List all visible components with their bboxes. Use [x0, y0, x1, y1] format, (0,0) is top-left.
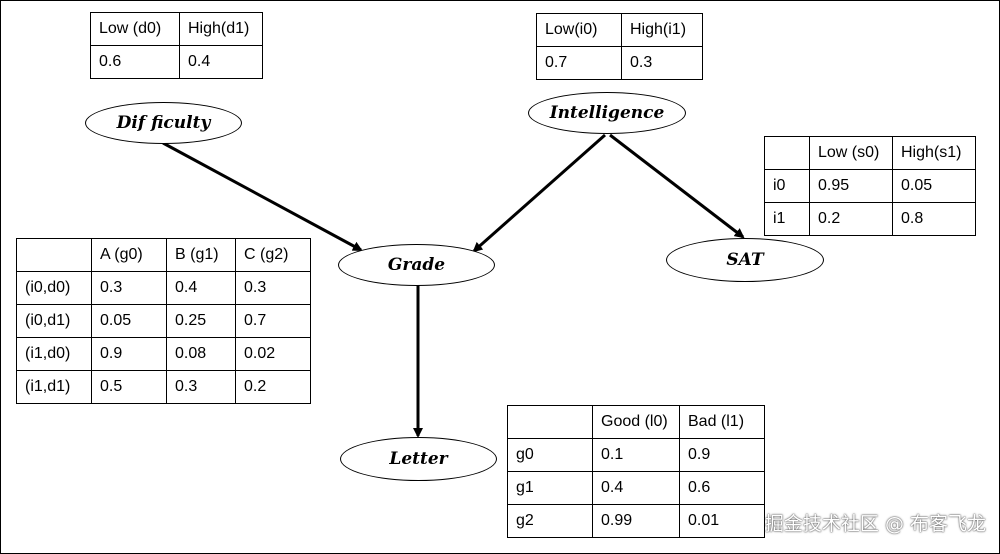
- node-sat: SAT: [666, 238, 824, 282]
- cpt-letter: Good (l0) Bad (l1) g0 0.1 0.9 g1 0.4 0.6…: [507, 405, 765, 538]
- cpt-difficulty: Low (d0) High(d1) 0.6 0.4: [90, 12, 263, 79]
- cpt-grade-cell: 0.25: [166, 304, 236, 338]
- cpt-letter-cell: 0.99: [592, 504, 680, 538]
- cpt-letter-cell: 0.9: [679, 438, 765, 472]
- cpt-letter-cell: 0.6: [679, 471, 765, 505]
- cpt-grade-header-0: [16, 238, 92, 272]
- cpt-letter-header-0: [507, 405, 593, 439]
- edge-intelligence-grade: [472, 133, 606, 253]
- cpt-sat-cell: 0.2: [809, 202, 893, 236]
- cpt-grade-cell: 0.9: [91, 337, 167, 371]
- cpt-grade-header-2: B (g1): [166, 238, 236, 272]
- cpt-grade-cell: 0.08: [166, 337, 236, 371]
- cpt-grade-cell: 0.3: [235, 271, 311, 305]
- cpt-sat-row-label: i1: [764, 202, 810, 236]
- cpt-letter-row-label: g0: [507, 438, 593, 472]
- watermark: 掘金技术社区 @ 布客飞龙: [764, 513, 986, 535]
- cpt-sat-cell: 0.8: [892, 202, 976, 236]
- cpt-letter-cell: 0.01: [679, 504, 765, 538]
- cpt-intelligence: Low(i0) High(i1) 0.7 0.3: [536, 13, 703, 80]
- cpt-letter-header-2: Bad (l1): [679, 405, 765, 439]
- cpt-sat-header-1: Low (s0): [809, 136, 893, 170]
- edge-difficulty-grade: [162, 141, 363, 252]
- node-grade: Grade: [338, 244, 495, 286]
- cpt-intelligence-cell: 0.3: [621, 46, 703, 80]
- cpt-sat-cell: 0.05: [892, 169, 976, 203]
- cpt-grade-header-1: A (g0): [91, 238, 167, 272]
- node-difficulty: Dif ficulty: [85, 102, 242, 144]
- cpt-letter-header-1: Good (l0): [592, 405, 680, 439]
- cpt-grade-row-label: (i1,d1): [16, 370, 92, 404]
- cpt-grade-cell: 0.05: [91, 304, 167, 338]
- cpt-grade-header-3: C (g2): [235, 238, 311, 272]
- cpt-sat: Low (s0) High(s1) i0 0.95 0.05 i1 0.2 0.…: [764, 136, 976, 236]
- node-intelligence: Intelligence: [528, 92, 686, 134]
- cpt-sat-row-label: i0: [764, 169, 810, 203]
- cpt-grade-cell: 0.2: [235, 370, 311, 404]
- cpt-intelligence-header-1: High(i1): [621, 13, 703, 47]
- cpt-letter-row-label: g2: [507, 504, 593, 538]
- cpt-difficulty-header-0: Low (d0): [90, 12, 180, 46]
- node-letter: Letter: [340, 437, 497, 481]
- cpt-grade-row-label: (i1,d0): [16, 337, 92, 371]
- cpt-intelligence-header-0: Low(i0): [536, 13, 622, 47]
- edge-intelligence-sat: [609, 133, 745, 239]
- cpt-grade-cell: 0.5: [91, 370, 167, 404]
- cpt-grade-row-label: (i0,d0): [16, 271, 92, 305]
- cpt-grade: A (g0) B (g1) C (g2) (i0,d0) 0.3 0.4 0.3…: [16, 238, 311, 404]
- cpt-grade-cell: 0.3: [91, 271, 167, 305]
- cpt-grade-row-label: (i0,d1): [16, 304, 92, 338]
- cpt-sat-cell: 0.95: [809, 169, 893, 203]
- cpt-difficulty-header-1: High(d1): [179, 12, 263, 46]
- cpt-intelligence-cell: 0.7: [536, 46, 622, 80]
- cpt-sat-header-2: High(s1): [892, 136, 976, 170]
- cpt-grade-cell: 0.7: [235, 304, 311, 338]
- cpt-sat-header-0: [764, 136, 810, 170]
- cpt-difficulty-cell: 0.6: [90, 45, 180, 79]
- cpt-letter-row-label: g1: [507, 471, 593, 505]
- cpt-difficulty-cell: 0.4: [179, 45, 263, 79]
- cpt-letter-cell: 0.1: [592, 438, 680, 472]
- cpt-letter-cell: 0.4: [592, 471, 680, 505]
- cpt-grade-cell: 0.4: [166, 271, 236, 305]
- cpt-grade-cell: 0.02: [235, 337, 311, 371]
- cpt-grade-cell: 0.3: [166, 370, 236, 404]
